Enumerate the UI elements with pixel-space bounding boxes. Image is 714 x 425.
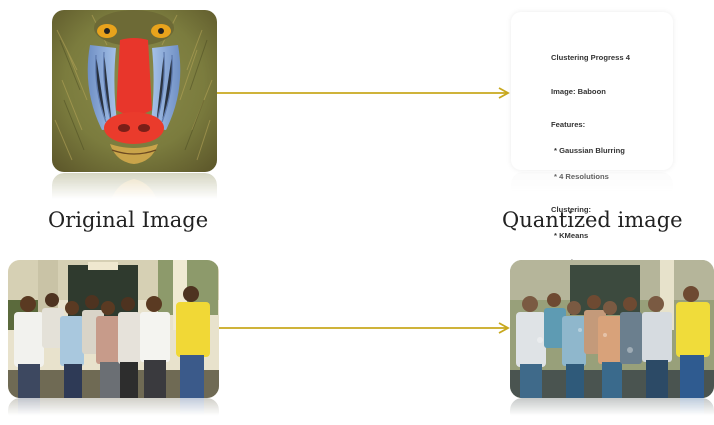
arrow-right-icon — [217, 87, 510, 99]
quantized-photo-reflection — [510, 398, 714, 425]
clustering-info-panel: Clustering Progress 4 Image: Baboon Feat… — [511, 12, 673, 266]
features-heading: Features: — [551, 119, 586, 129]
quantized-image-caption: Quantized image — [502, 208, 683, 232]
group-photo-reflection — [8, 398, 219, 425]
arrow-right-icon — [219, 322, 510, 334]
group-photo — [8, 260, 219, 398]
clustering-heading: Clustering: — [551, 205, 592, 215]
feature-item: * Gaussian Blurring — [554, 145, 625, 155]
panel-title: Clustering Progress 4 — [551, 53, 630, 63]
baboon-image — [52, 10, 217, 172]
feature-item: * 4 Resolutions — [554, 172, 609, 182]
clustering-item: * KMeans — [554, 231, 589, 241]
panel-image-line: Image: Baboon — [551, 86, 606, 96]
original-image-caption: Original Image — [48, 208, 209, 232]
quantized-group-photo — [510, 260, 714, 398]
baboon-reflection — [52, 173, 217, 213]
panel-reflection — [511, 172, 673, 202]
